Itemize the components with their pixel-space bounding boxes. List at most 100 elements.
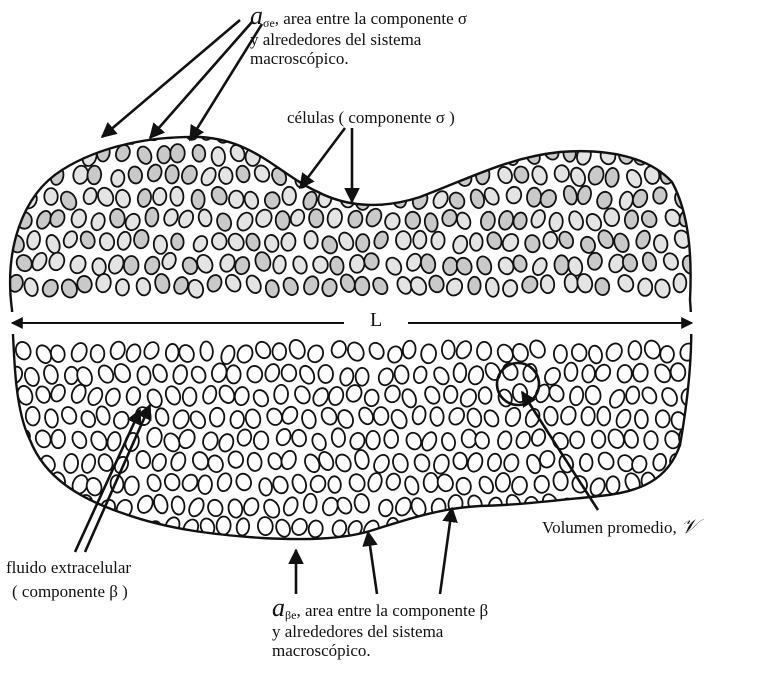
cell	[618, 499, 635, 518]
cell	[355, 277, 370, 296]
cell	[226, 231, 247, 253]
cell	[288, 208, 306, 228]
cell	[235, 343, 255, 365]
cell	[512, 254, 529, 273]
cell	[310, 386, 330, 409]
cell	[652, 453, 667, 472]
cell	[328, 476, 342, 493]
cell	[584, 211, 604, 233]
cell	[49, 383, 68, 404]
cell	[396, 231, 411, 250]
cell	[89, 211, 107, 232]
cell	[247, 452, 263, 472]
cell	[678, 121, 693, 140]
cell	[404, 431, 424, 452]
cell	[624, 210, 639, 229]
bottom-area-text-3: macroscópico.	[272, 641, 488, 660]
cell	[413, 230, 428, 249]
cell	[383, 211, 401, 231]
area-symbol-sigma: a	[250, 1, 263, 30]
bottom-area-label: aβe, area entre la componente β y alrede…	[272, 598, 488, 660]
cell	[612, 232, 631, 254]
cell	[453, 363, 466, 382]
cell	[354, 190, 371, 210]
cell	[197, 208, 213, 227]
cell	[534, 124, 550, 145]
cell	[386, 345, 404, 365]
cell	[475, 254, 494, 276]
cell	[44, 233, 62, 255]
cell	[135, 450, 152, 469]
cell	[447, 190, 467, 211]
cell	[366, 431, 380, 450]
cell	[246, 365, 264, 384]
cell	[383, 255, 404, 277]
cell	[596, 228, 617, 251]
length-label: L	[370, 311, 382, 330]
cell	[422, 384, 442, 406]
cell	[104, 387, 122, 408]
cell	[291, 255, 309, 276]
cell	[502, 453, 520, 473]
cell	[284, 143, 298, 161]
cell	[238, 123, 255, 142]
cell	[10, 517, 31, 540]
cell	[60, 277, 80, 299]
cell	[235, 164, 251, 183]
cell	[454, 339, 474, 361]
cell	[461, 429, 476, 447]
cell	[333, 452, 353, 474]
cell	[345, 340, 367, 364]
cell	[244, 273, 264, 295]
cell	[109, 340, 127, 361]
cell	[639, 209, 659, 230]
cell	[442, 257, 458, 276]
cell	[79, 409, 97, 429]
cell	[163, 384, 182, 406]
cell	[69, 341, 90, 364]
cell	[153, 273, 171, 295]
cell	[78, 230, 96, 251]
cell	[581, 407, 595, 426]
bottom-area-text-2: y alrededores del sistema	[272, 622, 488, 641]
cell	[162, 207, 180, 228]
cell	[513, 165, 531, 185]
cell	[308, 520, 324, 539]
cell	[651, 145, 665, 162]
cell	[233, 255, 251, 275]
cell	[91, 345, 105, 363]
cell	[194, 252, 215, 275]
cell	[480, 211, 497, 231]
cell	[638, 278, 653, 296]
cell	[431, 498, 446, 517]
cell	[514, 430, 532, 451]
cell	[0, 255, 10, 273]
cell	[13, 474, 32, 495]
cell	[534, 476, 549, 493]
cell	[48, 208, 67, 229]
cell	[171, 233, 185, 250]
cell	[179, 164, 199, 186]
cell	[498, 517, 515, 536]
cell	[503, 406, 522, 428]
cell	[432, 453, 451, 475]
cell	[559, 405, 578, 427]
cell	[564, 273, 579, 292]
cell	[165, 343, 179, 362]
cell	[466, 451, 485, 473]
cell	[402, 163, 423, 186]
cell	[512, 211, 528, 230]
cell	[157, 146, 171, 164]
cell	[458, 387, 479, 410]
cell	[0, 519, 13, 540]
cell	[42, 499, 56, 517]
cell	[27, 142, 42, 161]
cell	[597, 407, 610, 426]
cell	[653, 187, 668, 205]
area-subscript-beta: βe	[285, 608, 296, 622]
cell	[40, 277, 61, 299]
cell	[300, 409, 317, 430]
cell	[245, 232, 262, 252]
cell	[621, 253, 639, 273]
cell	[422, 163, 440, 185]
